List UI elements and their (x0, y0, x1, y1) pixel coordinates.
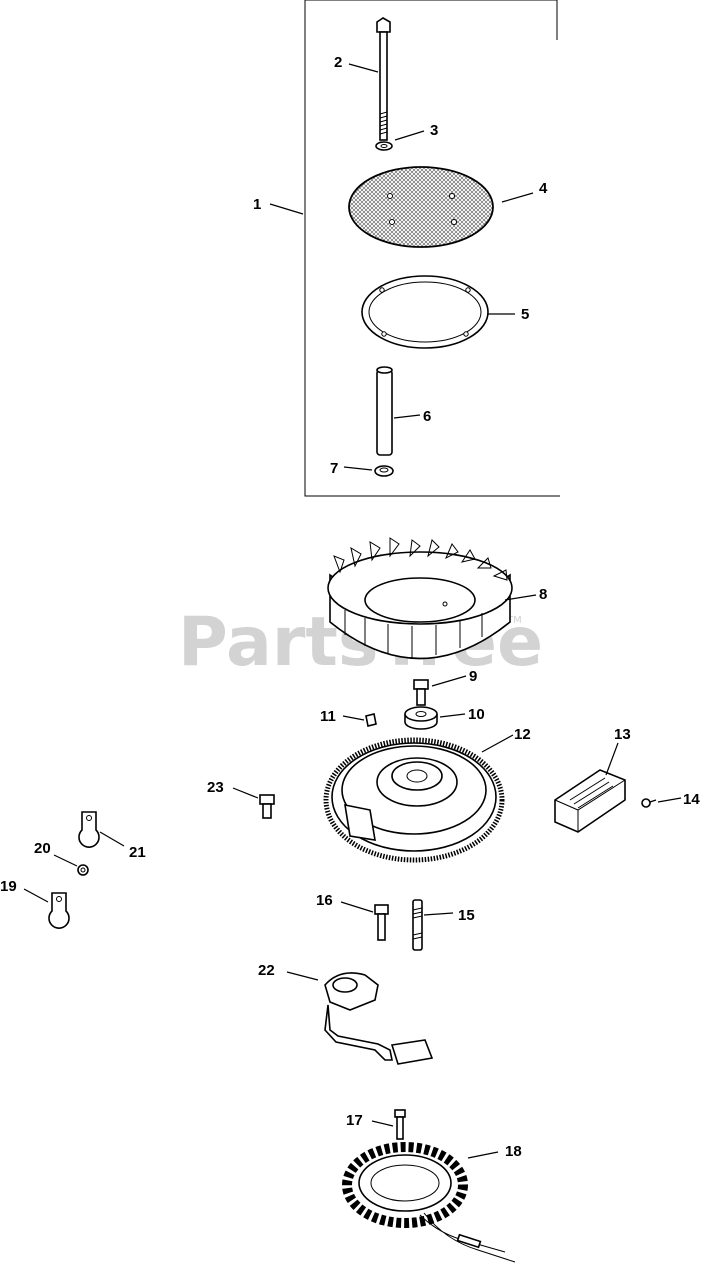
callout-17: 17 (346, 1112, 363, 1129)
part-9-bolt[interactable] (413, 679, 429, 706)
callout-1: 1 (253, 196, 261, 213)
part-11-key[interactable] (365, 713, 377, 727)
part-13-rectifier[interactable] (554, 769, 626, 833)
callout-22: 22 (258, 962, 275, 979)
part-12-flywheel[interactable] (323, 737, 505, 863)
callout-7: 7 (330, 460, 338, 477)
callout-6: 6 (423, 408, 431, 425)
part-10-washer[interactable] (404, 706, 438, 730)
leader-lines (23, 63, 682, 1159)
callout-21: 21 (129, 844, 146, 861)
part-14-screw[interactable] (641, 798, 657, 808)
callout-23: 23 (207, 779, 224, 796)
part-18-stator[interactable] (342, 1142, 516, 1263)
callout-15: 15 (458, 907, 475, 924)
callout-12: 12 (514, 726, 531, 743)
callout-19: 19 (0, 878, 17, 895)
part-15-stud[interactable] (412, 899, 423, 951)
part-23-bolt[interactable] (259, 794, 275, 819)
callout-labels: 1 2 3 4 5 6 7 8 9 10 11 12 13 14 15 16 1… (0, 54, 700, 1160)
part-2-bolt[interactable] (376, 17, 391, 141)
part-4-screen[interactable] (348, 166, 494, 248)
part-5-ring[interactable] (361, 275, 489, 349)
callout-13: 13 (614, 726, 631, 743)
callout-16: 16 (316, 892, 333, 909)
callout-18: 18 (505, 1143, 522, 1160)
callout-20: 20 (34, 840, 51, 857)
callout-9: 9 (469, 668, 477, 685)
callout-4: 4 (539, 180, 548, 197)
svg-text:TM: TM (506, 615, 522, 626)
callout-2: 2 (334, 54, 342, 71)
part-20-nut[interactable] (77, 864, 89, 876)
callout-11: 11 (320, 708, 336, 725)
part-17-bolt[interactable] (394, 1109, 406, 1140)
part-3-washer[interactable] (375, 141, 393, 151)
part-7-washer[interactable] (374, 465, 394, 477)
callout-10: 10 (468, 706, 485, 723)
part-21-clip[interactable] (78, 811, 100, 848)
callout-3: 3 (430, 122, 438, 139)
callout-14: 14 (683, 791, 700, 808)
part-8-fan[interactable] (327, 537, 513, 660)
assembly-bracket (304, 0, 560, 497)
part-19-clip[interactable] (48, 892, 70, 929)
callout-5: 5 (521, 306, 529, 323)
part-22-ignition-module[interactable] (324, 972, 434, 1065)
part-6-tube[interactable] (376, 366, 393, 456)
callout-8: 8 (539, 586, 547, 603)
part-16-bolt[interactable] (374, 904, 389, 941)
